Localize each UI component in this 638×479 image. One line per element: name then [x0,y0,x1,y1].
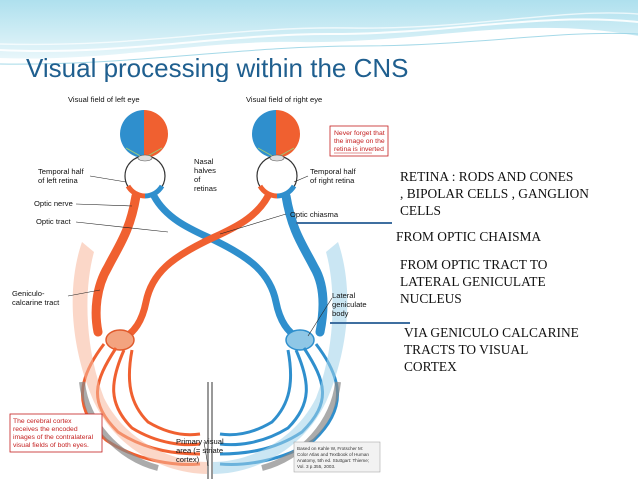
note-calcarine-line-2: TRACTS TO VISUAL [404,342,529,357]
note-chiasma-line-1: FROM OPTIC CHAISMA [396,229,542,244]
note-calcarine-line-3: CORTEX [404,359,457,374]
label-temporal-left-2: of left retina [38,176,78,185]
callout-cortex-line-2: receives the encoded [13,426,78,433]
callout-inverted-image: Never forget that the image on the retin… [329,125,389,157]
label-geniculo-2: calcarine tract [12,298,60,307]
note-retina: RETINA : RODS AND CONES , BIPOLAR CELLS … [400,168,589,219]
label-temporal-right-1: Temporal half [310,167,356,176]
label-nasal-3: of [194,175,201,184]
label-left-visual-field: Visual field of left eye [68,95,140,104]
note-tract-line-1: FROM OPTIC TRACT TO [400,257,548,272]
source-line-3: Anatomy, 5th ed. Stuttgart: Thieme; [297,458,369,463]
left-lateral-geniculate-icon [105,329,135,351]
label-primary-1: Primary visual [176,437,224,446]
slide-title: Visual processing within the CNS [26,53,409,83]
note-calcarine-line-1: VIA GENICULO CALCARINE [404,325,579,340]
label-lgb-2: geniculate [332,300,367,309]
left-hemisphere-outline [72,242,208,474]
visual-pathway-diagram: Visual field of left eye Visual field of… [8,82,390,479]
label-lgb-3: body [332,309,349,318]
label-right-visual-field: Visual field of right eye [246,95,322,104]
header-wave-decoration [0,0,638,65]
source-line-4: Vol. 3 p.355, 2003. [297,464,335,469]
callout-cortex-line-3: images of the contralateral [13,434,94,441]
callout-inverted-line-3: retina is inverted [334,146,384,153]
connector-rule-chiasma [296,222,392,224]
left-eye-icon [124,154,166,199]
right-eye-icon [256,154,298,199]
callout-cortex-line-1: The cerebral cortex [13,418,72,425]
callout-cerebral-cortex: The cerebral cortex receives the encoded… [9,413,103,453]
note-calcarine: VIA GENICULO CALCARINE TRACTS TO VISUAL … [404,324,579,375]
note-optic-tract: FROM OPTIC TRACT TO LATERAL GENICULATE N… [400,256,547,307]
note-tract-line-2: LATERAL GENICULATE [400,274,546,289]
label-lgb-1: Lateral [332,291,356,300]
callout-cortex-line-4: visual fields of both eyes. [13,442,89,449]
note-tract-line-3: NUCLEUS [400,291,462,306]
source-line-1: Based on Kahle W, Frotscher M: [297,446,363,451]
label-primary-3: cortex) [176,455,200,464]
label-optic-nerve: Optic nerve [34,199,73,208]
right-lateral-geniculate-icon [285,329,315,351]
connector-rule-lgb [330,322,410,324]
callout-inverted-line-2: the image on the [334,138,385,145]
label-nasal-4: retinas [194,184,217,193]
note-retina-line-2: , BIPOLAR CELLS , GANGLION [400,186,589,201]
note-retina-line-3: CELLS [400,203,441,218]
label-nasal-2: halves [194,166,216,175]
note-chiasma: FROM OPTIC CHAISMA [396,228,541,245]
source-line-2: Color Atlas and Textbook of Human [297,452,369,457]
label-primary-2: area (= striate [176,446,223,455]
label-geniculo-1: Geniculo- [12,289,45,298]
right-visual-field-icon [252,110,300,158]
label-optic-tract: Optic tract [36,217,71,226]
left-visual-field-icon [120,110,168,158]
label-temporal-left-1: Temporal half [38,167,84,176]
label-nasal-1: Nasal [194,157,214,166]
note-retina-line-1: RETINA : RODS AND CONES [400,169,574,184]
callout-inverted-line-1: Never forget that [334,130,385,137]
label-temporal-right-2: of right retina [310,176,355,185]
right-hemisphere-outline [212,242,348,474]
source-citation: Based on Kahle W, Frotscher M: Color Atl… [293,441,381,473]
label-optic-chiasma: Optic chiasma [290,210,339,219]
